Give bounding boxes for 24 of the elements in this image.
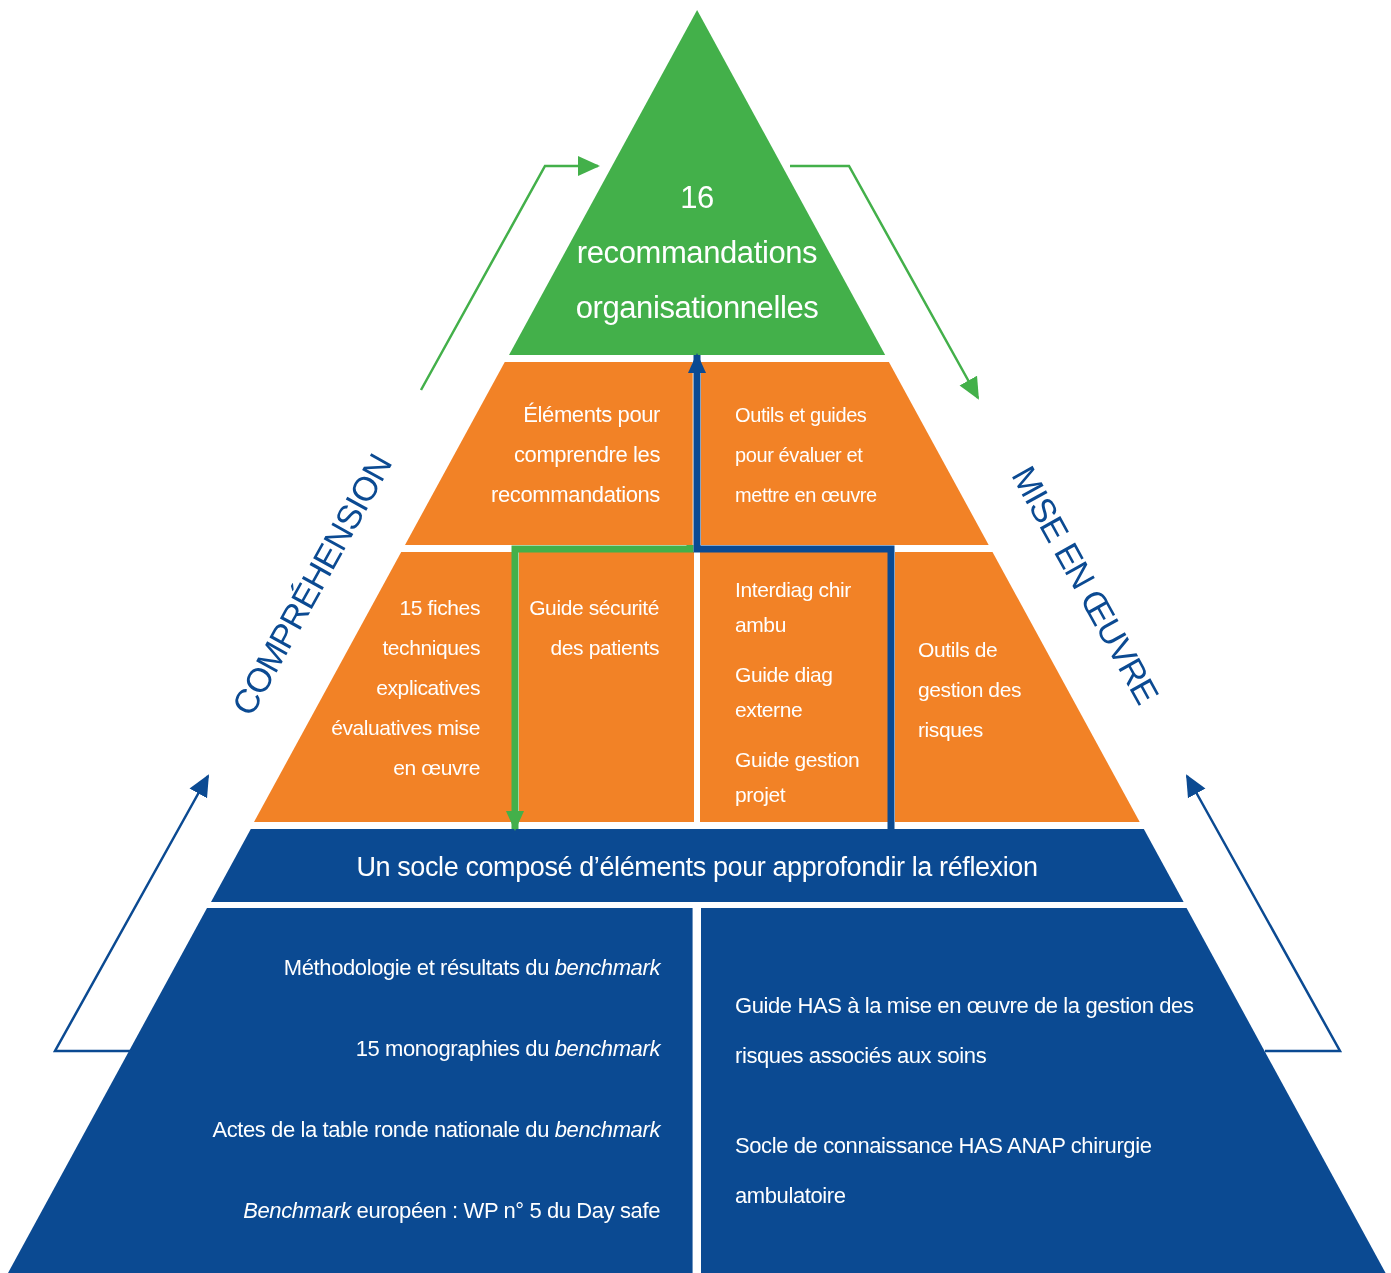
- flow-arrow: [688, 353, 895, 829]
- pyramid-base-section: [701, 908, 1386, 1273]
- tier-text: Méthodologie et résultats du benchmark: [282, 954, 660, 982]
- tier-text: Outils et guides pour évaluer et mettre en œuvre: [735, 403, 878, 508]
- tier-text: Guide gestion projet: [735, 747, 861, 808]
- tier-text: recommandations organisationnelles: [574, 234, 820, 327]
- pyramid-band: [210, 829, 1184, 902]
- tier-text: 16: [679, 179, 715, 217]
- tier-text: Guide diag externe: [735, 662, 834, 723]
- tier-text: 15 monographies du benchmark: [354, 1035, 660, 1063]
- tier-text: Socle de connaissance HAS ANAP chirurgie ambulatoire: [735, 1132, 1153, 1210]
- tier-text: Un socle composé d’éléments pour approfondir la réflexion: [355, 851, 1039, 884]
- tier-text: Éléments pour comprendre les recommandations: [490, 401, 660, 509]
- pyramid-cell: [701, 362, 989, 545]
- pyramid-cell: [700, 552, 891, 822]
- tier-text: Interdiag chir ambu: [735, 577, 852, 638]
- pyramid-cell: [405, 362, 693, 545]
- tier-text: Guide sécurité des patients: [528, 595, 659, 661]
- tier-text: Benchmark européen : WP n° 5 du Day safe: [242, 1197, 660, 1225]
- tier-text: Outils de gestion des risques: [918, 637, 1022, 743]
- pyramid-apex: [508, 10, 886, 355]
- tier-text: Actes de la table ronde nationale du benchmark: [211, 1116, 660, 1144]
- pyramid-base-section: [8, 908, 693, 1273]
- tier-text: Guide HAS à la mise en œuvre de la gestion des risques associés aux soins: [735, 992, 1195, 1070]
